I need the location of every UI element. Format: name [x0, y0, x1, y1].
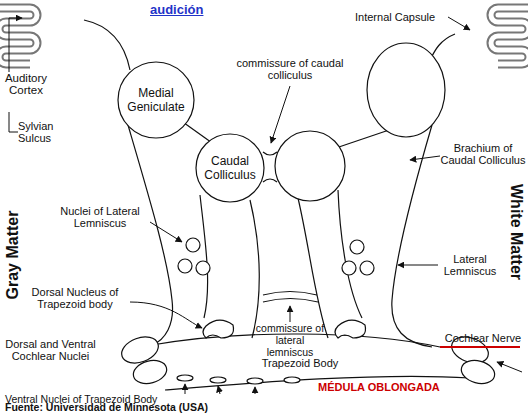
part-label: Brachium of Caudal Colliculus — [438, 142, 528, 166]
art-path — [9, 112, 18, 132]
part-label: Dorsal and Ventral Cochlear Nuclei — [3, 338, 98, 362]
art-ellipse — [177, 375, 193, 381]
tract-outlines — [84, 20, 470, 390]
art-path — [491, 8, 528, 64]
node-text-holder: Medial Geniculate — [117, 61, 195, 139]
art-path — [203, 320, 234, 338]
region-label: Gray Matter — [3, 195, 23, 315]
diagram-title: audición — [150, 2, 203, 17]
art-path — [150, 222, 182, 242]
art-ellipse — [284, 377, 300, 383]
art-path — [335, 320, 366, 338]
art-path — [9, 18, 22, 72]
part-label: Nuclei of Lateral Lemniscus — [45, 205, 155, 229]
part-label: Trapezoid Body — [250, 357, 350, 369]
art-path — [410, 156, 440, 160]
art-circle — [360, 261, 374, 275]
art-path — [0, 8, 37, 64]
art-circle — [350, 240, 364, 254]
part-label: Cochlear Nerve — [438, 332, 528, 344]
art-path — [130, 302, 202, 328]
art-path — [0, 8, 37, 64]
part-label: Sylvian Sulcus — [18, 120, 70, 144]
art-circle — [186, 238, 200, 252]
art-ellipse — [247, 378, 263, 384]
node-label: Caudal Colliculus — [195, 154, 265, 182]
part-label: Lateral Lemniscus — [432, 253, 508, 277]
art-path — [200, 195, 208, 318]
art-circle — [178, 259, 192, 273]
part-label: MÉDULA OBLONGADA — [318, 381, 468, 393]
part-label: Ventral Nuclei of Trapezoid Body — [5, 393, 265, 405]
art-path — [448, 17, 470, 30]
art-path — [497, 362, 522, 372]
cortex-gyri — [0, 8, 528, 64]
part-label: Internal Capsule — [355, 11, 455, 23]
part-label: commissure of lateral lemniscus — [253, 322, 327, 358]
art-path — [263, 292, 317, 296]
circle-shape — [118, 62, 194, 138]
art-path — [185, 384, 186, 394]
art-ellipse — [210, 377, 226, 383]
node-label: Medial Geniculate — [117, 86, 195, 114]
art-path — [218, 386, 220, 394]
art-path — [298, 198, 328, 338]
empty-nuclei — [118, 43, 497, 387]
part-label: commissure of caudal colliculus — [235, 57, 345, 81]
red-underline — [440, 346, 520, 348]
art-path — [271, 86, 290, 143]
nucleus-circle: Caudal Colliculus — [195, 133, 265, 203]
art-circle — [342, 261, 356, 275]
art-path — [398, 265, 438, 266]
art-ellipse — [131, 357, 170, 387]
nucleus-circle: Medial Geniculate — [117, 61, 195, 139]
art-path — [263, 152, 277, 155]
circle-shape — [196, 134, 264, 202]
node-text-holder: Caudal Colliculus — [195, 133, 265, 203]
art-path — [263, 299, 318, 303]
art-path — [491, 8, 528, 64]
art-path — [255, 387, 256, 394]
art-path — [290, 306, 291, 322]
part-label: Dorsal Nucleus of Trapezoid body — [15, 286, 135, 310]
part-label: Auditory Cortex — [0, 72, 52, 96]
art-ellipse — [367, 43, 445, 137]
art-path — [128, 125, 173, 345]
art-circle — [196, 261, 210, 275]
region-label: White Matter — [506, 172, 526, 292]
art-ellipse — [459, 357, 498, 387]
art-circle — [275, 131, 345, 201]
art-path — [263, 179, 277, 182]
art-path — [250, 200, 259, 338]
art-path — [84, 20, 130, 70]
